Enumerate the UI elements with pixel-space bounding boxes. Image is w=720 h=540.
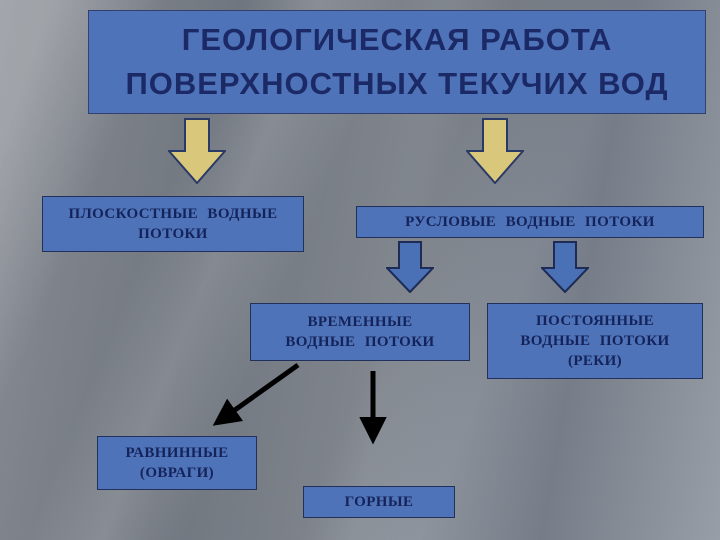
- node-mountain: ГОРНЫЕ: [303, 486, 455, 518]
- down-arrow-icon: [466, 118, 524, 184]
- node-planar-water-flows: ПЛОСКОСТНЫЕ ВОДНЫЕ ПОТОКИ: [42, 196, 304, 252]
- slide-title: ГЕОЛОГИЧЕСКАЯ РАБОТА ПОВЕРХНОСТНЫХ ТЕКУЧ…: [88, 10, 706, 114]
- arrow-temporary-to-plain-icon: [212, 362, 300, 426]
- down-arrow-icon: [168, 118, 226, 184]
- slide-title-line2: ПОВЕРХНОСТНЫХ ТЕКУЧИХ ВОД: [125, 66, 669, 101]
- slide-title-line1: ГЕОЛОГИЧЕСКАЯ РАБОТА: [181, 21, 613, 57]
- node-permanent-water-flows-rivers: ПОСТОЯННЫЕ ВОДНЫЕ ПОТОКИ (РЕКИ): [487, 303, 703, 379]
- node-channel-water-flows: РУСЛОВЫЕ ВОДНЫЕ ПОТОКИ: [356, 206, 704, 238]
- node-plain-ravines: РАВНИННЫЕ (ОВРАГИ): [97, 436, 257, 490]
- node-temporary-water-flows: ВРЕМЕННЫЕ ВОДНЫЕ ПОТОКИ: [250, 303, 470, 361]
- down-arrow-icon: [541, 241, 589, 293]
- down-arrow-icon: [386, 241, 434, 293]
